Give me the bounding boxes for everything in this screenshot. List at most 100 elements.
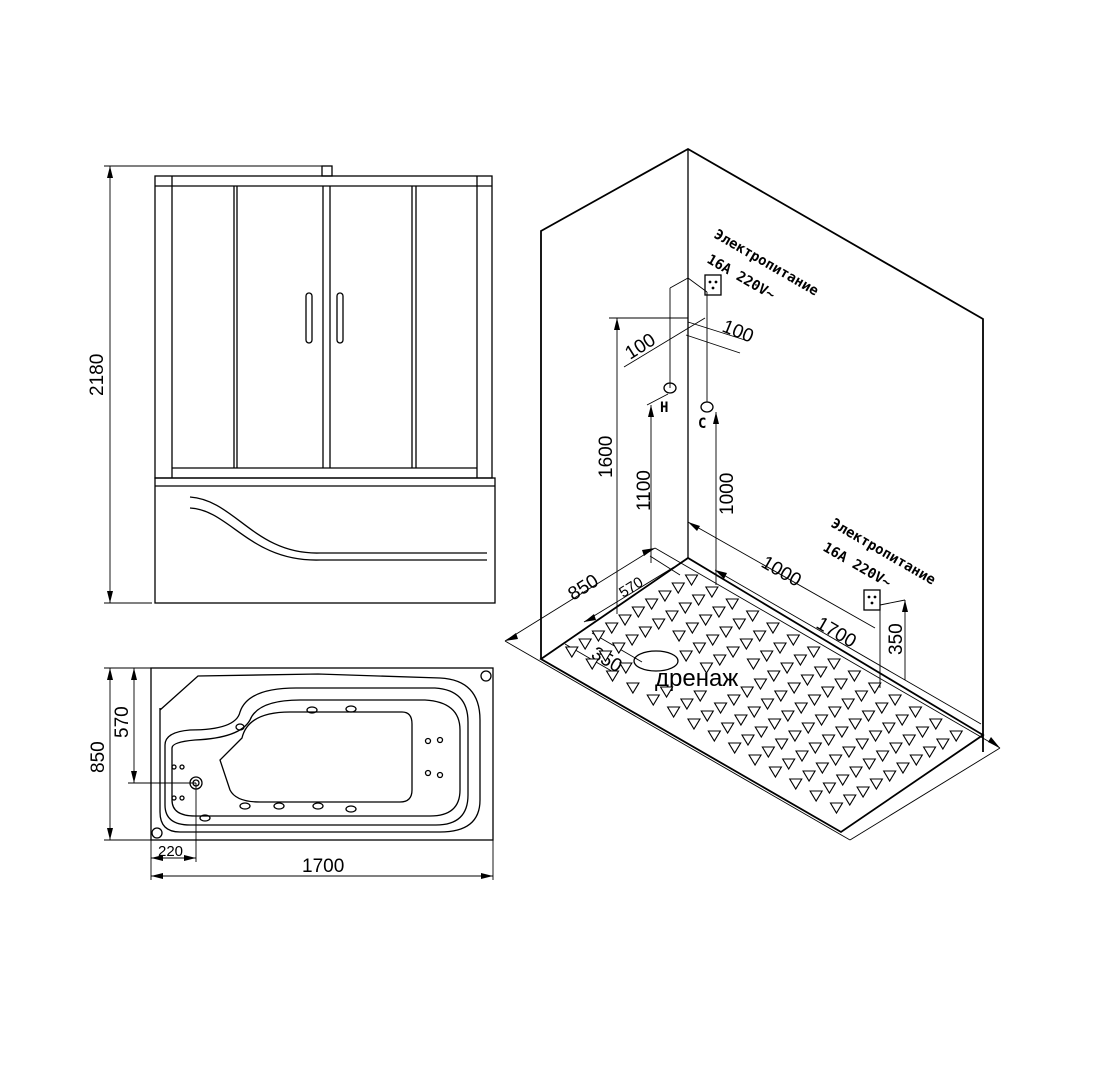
floor-triangle: [698, 614, 713, 627]
floor-triangle: [908, 706, 923, 719]
floor-triangle: [875, 750, 890, 763]
floor-triangle: [848, 718, 863, 731]
power-socket-bottom-icon: [863, 589, 881, 611]
floor-triangle: [895, 714, 910, 727]
floor-triangle: [691, 594, 706, 607]
install-view: 850 570 350 дренаж 1000 1700 1600 1100: [504, 147, 1001, 841]
floor-triangle: [896, 762, 910, 775]
floor-triangle: [740, 686, 755, 699]
floor-triangle: [867, 682, 882, 695]
floor-triangle: [631, 606, 646, 619]
floor-triangle: [793, 654, 808, 667]
floor-triangle: [935, 738, 950, 751]
floor-triangle: [644, 598, 659, 611]
floor-triangle: [768, 766, 783, 779]
floor-triangle: [678, 602, 693, 615]
floor-triangle: [705, 634, 720, 647]
floor-triangle: [780, 710, 795, 723]
floor-triangle: [748, 754, 763, 767]
floor-triangle: [766, 670, 781, 683]
floor-triangle: [759, 650, 774, 663]
floor-triangle: [800, 674, 815, 687]
floor-triangle: [611, 642, 626, 655]
floor-triangle: [902, 734, 917, 747]
floor-triangle: [780, 662, 795, 675]
floor-triangle: [761, 746, 776, 759]
floor-triangle: [712, 654, 727, 667]
hot-water-outlet-icon: [663, 382, 677, 394]
floor-triangle: [732, 618, 747, 631]
floor-triangle: [684, 574, 699, 587]
floor-triangle: [828, 754, 843, 767]
floor-triangle: [807, 694, 822, 707]
install-hot-label: H: [660, 400, 668, 416]
floor-triangle: [604, 622, 619, 635]
floor-triangle: [651, 618, 666, 631]
floor-triangle: [598, 650, 613, 663]
floor-triangle: [679, 650, 694, 663]
floor-triangle: [700, 710, 715, 723]
install-570-label: 570: [616, 574, 646, 602]
floor-triangle: [625, 682, 640, 695]
floor-triangle: [787, 730, 802, 743]
floor-triangle: [841, 698, 856, 711]
top-drain-offset-label: 220: [158, 843, 183, 860]
floor-triangle: [618, 662, 633, 675]
floor-triangle: [618, 614, 632, 627]
floor-triangle: [834, 726, 849, 739]
floor-triangle: [788, 778, 803, 791]
floor-triangle: [726, 694, 741, 707]
floor-triangle: [786, 634, 801, 647]
floor-triangle: [665, 610, 679, 623]
floor-triangle: [591, 630, 606, 643]
power-socket-top-icon: [704, 274, 722, 296]
floor-triangle: [854, 690, 869, 703]
floor-triangle: [949, 730, 964, 743]
floor-triangle: [815, 762, 830, 775]
floor-triangle: [841, 746, 856, 759]
floor-triangle: [692, 642, 707, 655]
top-length-label: 1700: [302, 856, 344, 877]
floor-triangle: [849, 766, 863, 779]
floor-triangle: [773, 690, 788, 703]
floor-triangle: [707, 730, 722, 743]
floor-triangle: [809, 790, 824, 803]
floor-triangle: [787, 682, 802, 695]
floor-triangle: [802, 770, 817, 783]
floor-triangle: [704, 586, 719, 599]
floor-tile-pattern: [564, 574, 964, 815]
floor-triangle: [794, 702, 809, 715]
floor-triangle: [679, 698, 694, 711]
floor-triangle: [746, 658, 761, 671]
floor-triangle: [808, 742, 823, 755]
floor-triangle: [585, 658, 600, 671]
install-1100-label: 1100: [634, 470, 655, 511]
floor-triangle: [672, 630, 687, 643]
floor-triangle: [882, 770, 897, 783]
floor-triangle: [822, 782, 837, 795]
floor-triangle: [781, 758, 796, 771]
top-outlet-offset-label: 570: [112, 706, 133, 738]
floor-triangle: [915, 726, 930, 739]
floor-triangle: [835, 774, 850, 787]
floor-triangle: [699, 662, 714, 675]
install-1600-label: 1600: [596, 436, 617, 478]
floor-triangle: [773, 642, 787, 655]
floor-triangle: [827, 658, 841, 671]
floor-triangle: [646, 694, 661, 707]
floor-triangle: [657, 590, 672, 603]
install-100-left-label: 100: [622, 330, 660, 365]
floor-triangle: [821, 734, 836, 747]
floor-triangle: [829, 802, 844, 815]
floor-triangle: [605, 670, 620, 683]
install-100-right-label: 100: [719, 316, 756, 347]
floor-triangle: [847, 670, 862, 683]
floor-triangle: [862, 758, 877, 771]
floor-triangle: [922, 746, 937, 759]
floor-triangle: [741, 734, 755, 747]
floor-triangle: [767, 718, 782, 731]
floor-triangle: [625, 634, 640, 647]
shower-head-icon: [321, 165, 333, 177]
floor-triangle: [638, 626, 653, 639]
